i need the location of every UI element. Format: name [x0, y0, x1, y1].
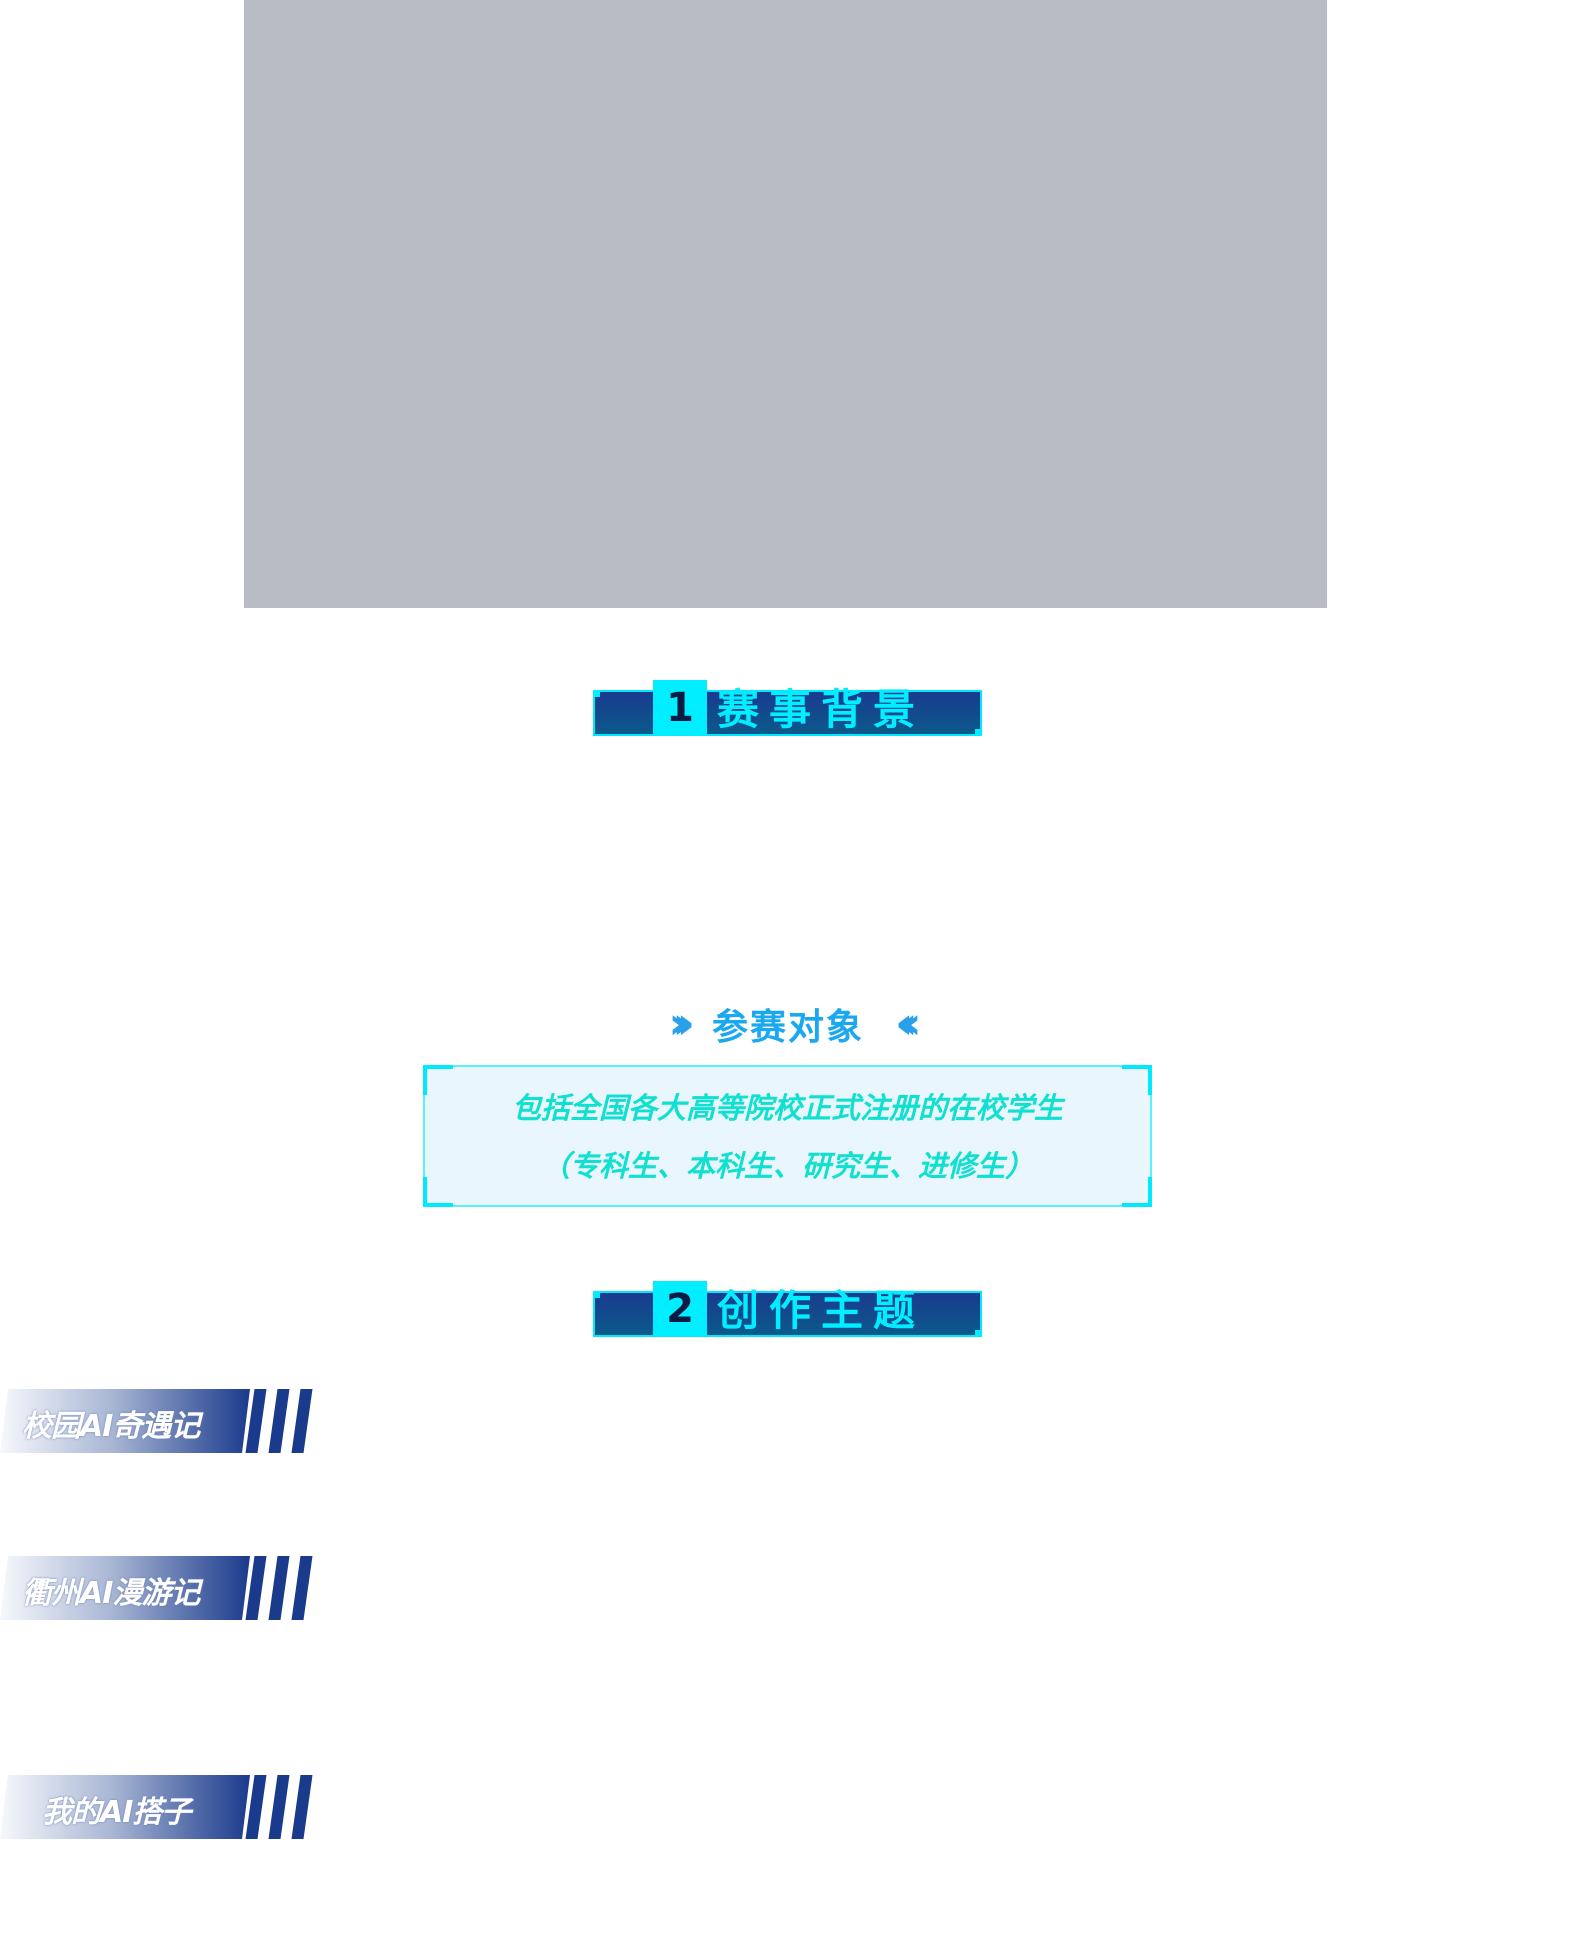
theme-label: 校园AI奇遇记: [22, 1409, 200, 1444]
theme-tag-ai-partner: 我的AI搭子: [0, 1775, 330, 1839]
tag-background: [0, 1556, 250, 1620]
participants-title: 参赛对象: [711, 1007, 864, 1048]
chevron-right-icon: ›››: [668, 998, 695, 1049]
section-number: 1: [653, 680, 707, 736]
corner-marker: [593, 690, 600, 697]
stripe-decoration: [268, 1556, 290, 1620]
stripe-decoration: [268, 1775, 290, 1839]
stripe-decoration: [268, 1389, 290, 1453]
tag-background: [0, 1389, 250, 1453]
chevron-left-icon: ‹‹‹: [895, 998, 922, 1049]
section-title: 赛事背景: [717, 685, 926, 734]
corner-marker: [975, 729, 982, 736]
corner-bracket: [1122, 1177, 1152, 1207]
participants-box: 包括全国各大高等院校正式注册的在校学生 （专科生、本科生、研究生、进修生）: [423, 1065, 1152, 1207]
section-title: 创作主题: [717, 1286, 926, 1335]
participants-heading: ››› 参赛对象 ‹‹‹: [0, 998, 1576, 1049]
corner-bracket: [423, 1065, 453, 1095]
section-header-background: 2 创作主题: [593, 1281, 982, 1337]
corner-marker: [593, 1291, 600, 1298]
stripe-decoration: [291, 1556, 313, 1620]
theme-tag-campus: 校园AI奇遇记: [0, 1389, 330, 1453]
theme-label: 我的AI搭子: [42, 1795, 191, 1830]
section-header-background: 1 赛事背景: [593, 680, 982, 736]
section-number: 2: [653, 1281, 707, 1337]
corner-marker: [975, 1330, 982, 1337]
corner-bracket: [423, 1177, 453, 1207]
theme-label: 衢州AI漫游记: [22, 1576, 200, 1611]
stripe-decoration: [291, 1775, 313, 1839]
participants-line-2: （专科生、本科生、研究生、进修生）: [540, 1149, 1034, 1183]
theme-tag-quzhou: 衢州AI漫游记: [0, 1556, 330, 1620]
stripe-decoration: [291, 1389, 313, 1453]
tag-background: [0, 1775, 250, 1839]
participants-line-1: 包括全国各大高等院校正式注册的在校学生: [511, 1091, 1063, 1125]
hero-image-placeholder: [244, 0, 1327, 608]
corner-bracket: [1122, 1065, 1152, 1095]
